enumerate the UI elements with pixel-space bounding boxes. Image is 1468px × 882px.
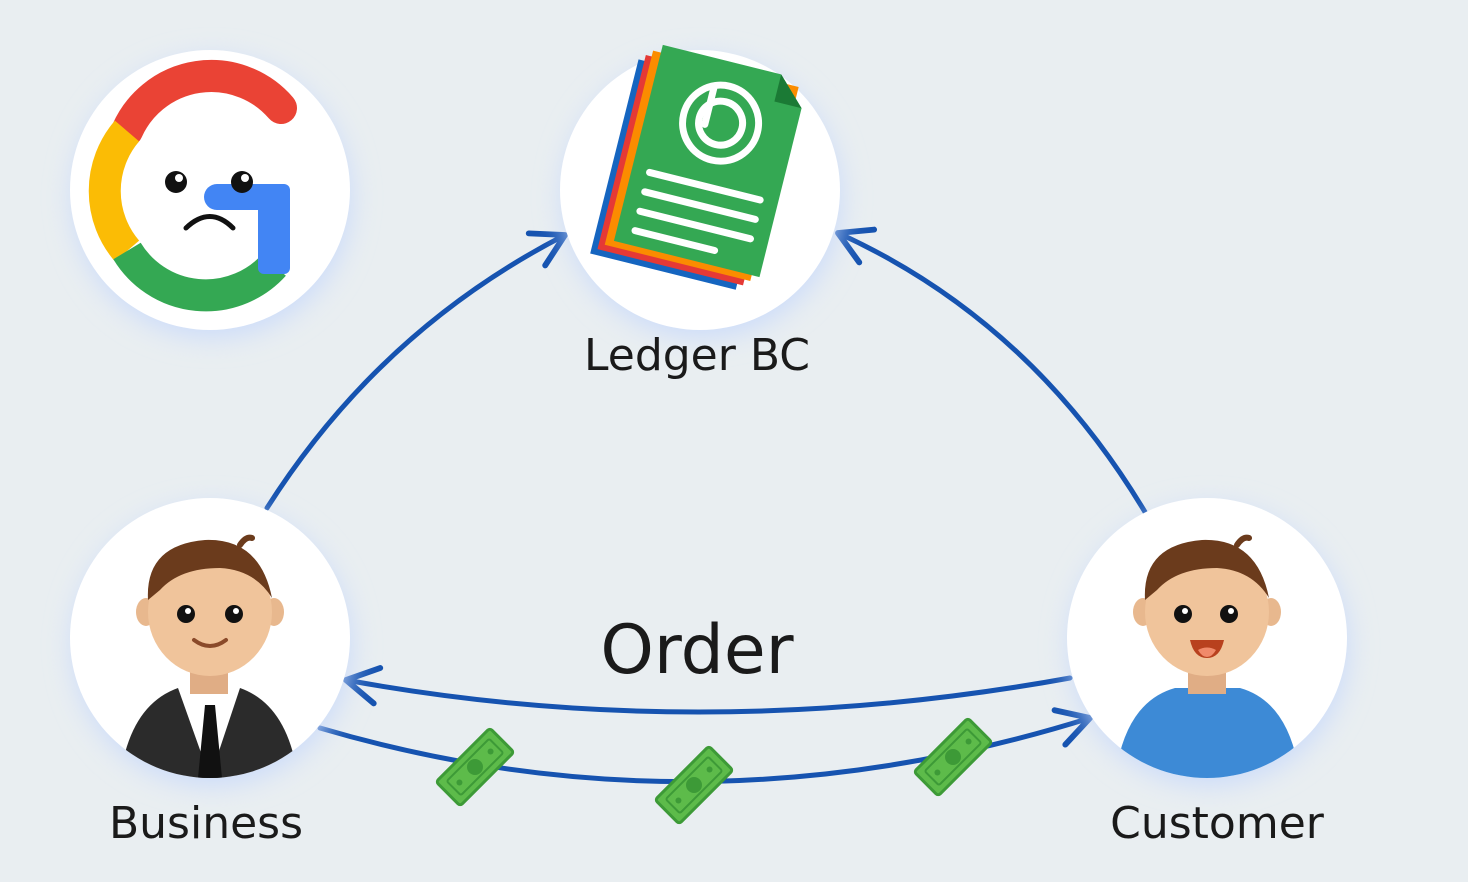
businessman-avatar-icon: [120, 534, 298, 778]
customer-label: Customer: [1110, 798, 1325, 849]
edge-order-customer-to-business: [343, 665, 1073, 715]
ledger-document-icon: [590, 44, 802, 290]
money-bill-icon: [653, 744, 735, 826]
edge-business-to-ledger: [264, 230, 568, 511]
sad-google-g-icon: [88, 60, 297, 312]
edge-customer-to-ledger: [835, 226, 1148, 515]
ledger-node: Ledger BC: [560, 44, 840, 381]
customer-avatar-icon: [1115, 534, 1300, 778]
google-node: [70, 50, 350, 336]
order-label: Order: [600, 611, 793, 690]
business-label: Business: [109, 798, 303, 849]
ledger-label: Ledger BC: [584, 330, 810, 381]
customer-node: Customer: [1067, 498, 1347, 849]
business-node: Business: [70, 498, 350, 849]
